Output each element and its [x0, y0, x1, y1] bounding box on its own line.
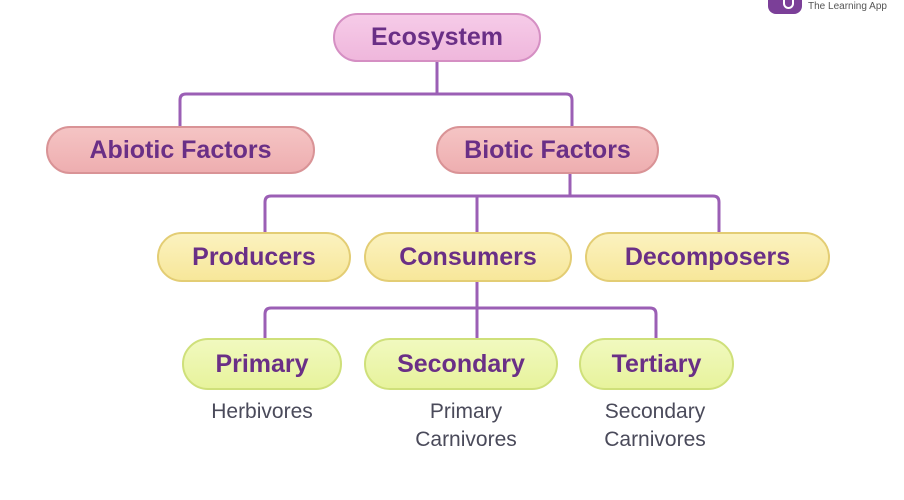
secondary-description-line2: Carnivores — [415, 428, 517, 451]
primary-description: Herbivores — [172, 398, 352, 426]
logo-mark-icon — [768, 0, 802, 14]
node-abiotic-factors: Abiotic Factors — [46, 126, 315, 174]
tertiary-description: Secondary Carnivores — [565, 398, 745, 454]
node-producers: Producers — [157, 232, 351, 282]
node-secondary: Secondary — [364, 338, 558, 390]
brand-logo: The Learning App — [768, 0, 904, 16]
tertiary-description-line1: Secondary — [604, 400, 706, 423]
secondary-description: Primary Carnivores — [376, 398, 556, 454]
primary-description-line1: Herbivores — [211, 400, 313, 423]
node-decomposers: Decomposers — [585, 232, 830, 282]
node-biotic-factors: Biotic Factors — [436, 126, 659, 174]
logo-tagline: The Learning App — [808, 1, 887, 12]
node-consumers: Consumers — [364, 232, 572, 282]
node-ecosystem: Ecosystem — [333, 13, 541, 62]
tertiary-description-line2: Carnivores — [604, 428, 706, 451]
node-primary: Primary — [182, 338, 342, 390]
node-tertiary: Tertiary — [579, 338, 734, 390]
secondary-description-line1: Primary — [429, 400, 503, 423]
